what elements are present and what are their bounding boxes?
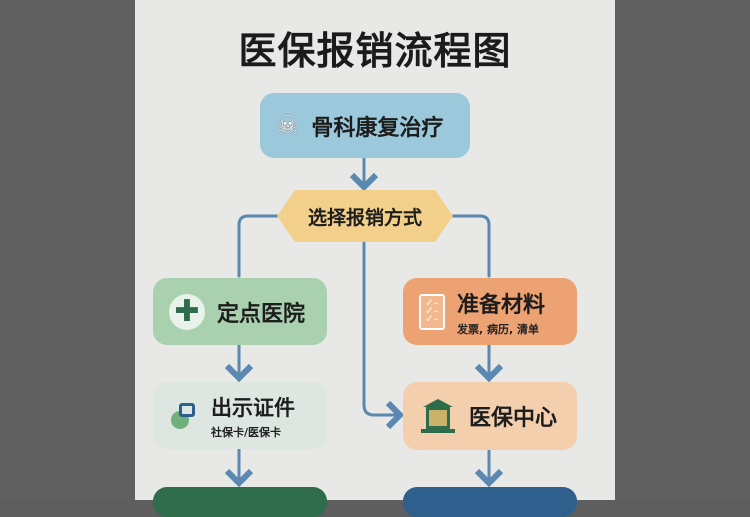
node-center: 医保中心 [403,382,577,450]
medical-cross-icon: ✚ [169,293,205,330]
node-start: ☠ 骨科康复治疗 [260,93,470,158]
left-margin [0,0,135,500]
node-bottom-right [403,487,577,517]
skeleton-icon: ☠ [276,110,300,141]
node-show-id: 出示证件 社保卡/医保卡 [153,382,327,449]
node-center-label: 医保中心 [469,406,558,431]
node-hospital: ✚ 定点医院 [153,278,327,345]
right-margin [615,0,750,500]
node-decision: 选择报销方式 [277,190,453,242]
line-decision-right [450,214,491,278]
connectors [224,156,504,488]
node-show-id-label: 出示证件 [211,395,295,420]
card-icon [169,401,199,431]
node-hospital-label: 定点医院 [217,301,306,327]
node-prepare-sub: 发票, 病历, 清单 [457,322,540,336]
node-prepare: ✓–✓–✓– 准备材料 发票, 病历, 清单 [403,278,577,345]
document-checklist-icon: ✓–✓–✓– [419,293,445,330]
line-decision-left [237,214,279,278]
node-start-label: 骨科康复治疗 [311,115,444,141]
diagram-title: 医保报销流程图 [238,29,512,73]
node-show-id-sub: 社保卡/医保卡 [211,425,282,439]
building-icon [419,397,457,435]
node-prepare-label: 准备材料 [457,292,546,318]
node-decision-label: 选择报销方式 [307,206,422,229]
arrow-decision-center [362,240,405,430]
node-bottom-left [153,487,327,517]
decision-hexagon [277,190,453,242]
